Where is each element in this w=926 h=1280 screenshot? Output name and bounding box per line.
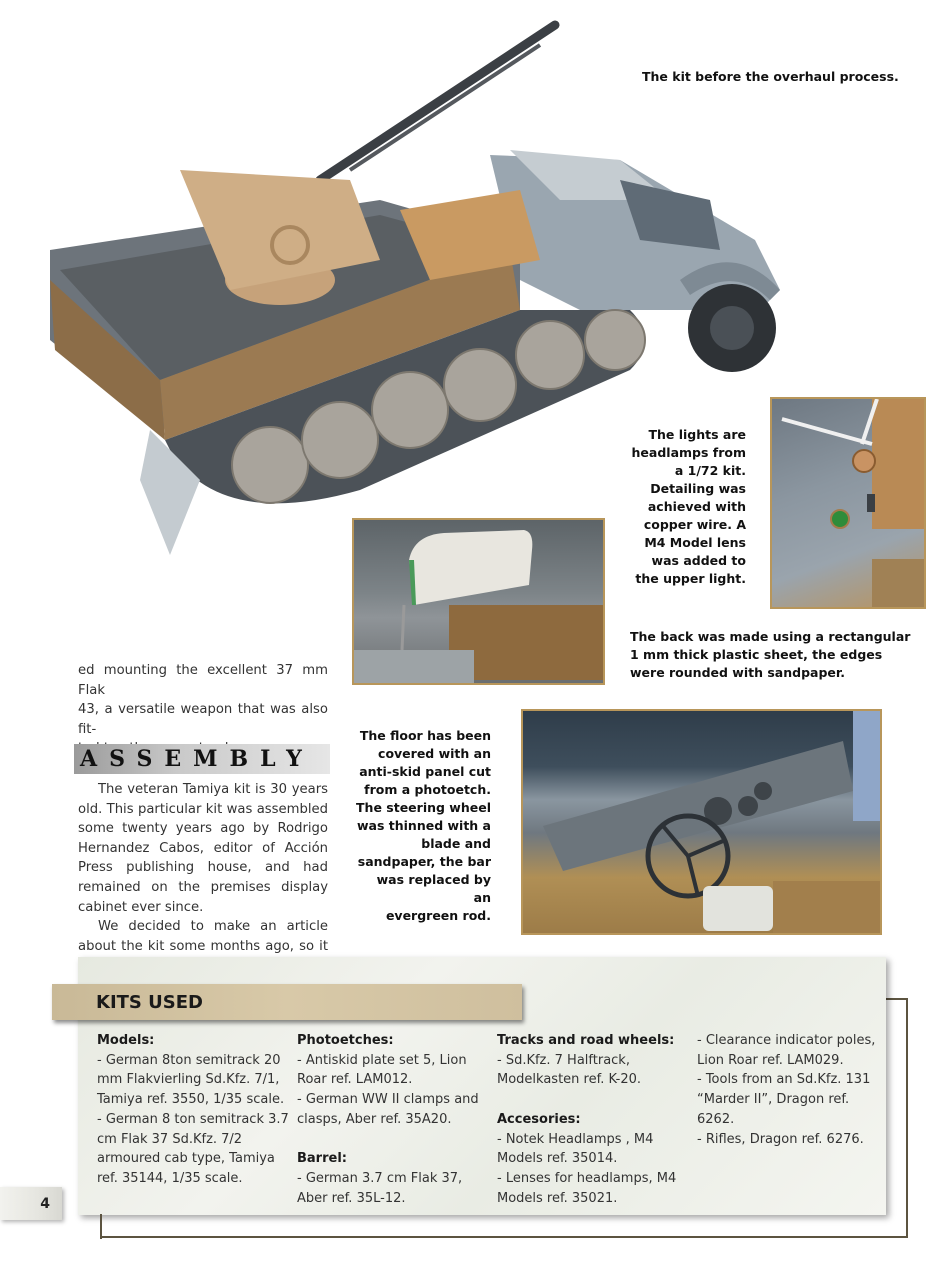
kits-used-title: KITS USED: [96, 991, 203, 1013]
main-halftrack-photo: [20, 10, 800, 560]
page-number: 4: [40, 1195, 50, 1212]
article-body: The veteran Tamiya kit is 30 years old. …: [78, 780, 328, 976]
headlight-illustration: [781, 399, 924, 607]
dashboard-detail-photo: [521, 709, 882, 935]
headlight-detail-photo: [770, 397, 926, 609]
kits-frame: [100, 998, 908, 1238]
halftrack-illustration: [50, 20, 780, 555]
floor-caption: The floor has been covered with an anti-…: [356, 728, 491, 923]
kits-column-misc: - Clearance indicator poles, Lion Roar r…: [697, 1033, 876, 1147]
dashboard-illustration: [543, 711, 880, 933]
seat-back-illustration: [354, 530, 603, 683]
main-photo-caption: The kit before the overhaul process.: [642, 69, 899, 84]
kits-frame-left: [100, 1214, 102, 1239]
back-caption: The back was made using a rectangular 1 …: [630, 629, 911, 680]
kits-column-tracks: Tracks and road wheels: - Sd.Kfz. 7 Half…: [497, 1033, 677, 1206]
kits-used-banner: KITS USED: [52, 984, 522, 1020]
assembly-heading: ASSEMBLY: [74, 744, 330, 774]
kits-column-photoetches: Photoetches: - Antiskid plate set 5, Lio…: [297, 1033, 479, 1206]
lights-caption: The lights are headlamps from a 1/72 kit…: [631, 427, 746, 586]
paragraph-1: The veteran Tamiya kit is 30 years old. …: [78, 782, 328, 915]
kits-column-models: Models: - German 8ton semitrack 20 mm Fl…: [97, 1033, 289, 1186]
seat-back-detail-photo: [352, 518, 605, 685]
page-number-tab: 4: [0, 1187, 62, 1220]
kits-frame-top: [885, 998, 908, 1000]
